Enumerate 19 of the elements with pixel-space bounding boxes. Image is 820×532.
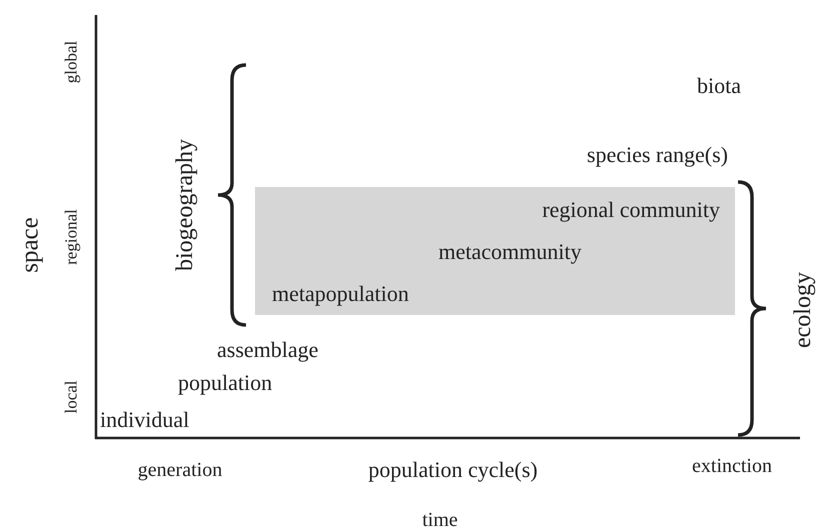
axis-label: local — [62, 380, 82, 414]
scale-label: time — [422, 509, 458, 531]
scale-label: biota — [697, 74, 741, 98]
axis-label: space — [16, 217, 44, 273]
axis-label: global — [62, 40, 82, 84]
scale-label: metacommunity — [438, 240, 582, 264]
scale-label: assemblage — [217, 338, 318, 362]
scale-label: metapopulation — [272, 282, 409, 306]
scale-label: generation — [138, 459, 222, 481]
shaded-band — [255, 187, 735, 315]
axis-label: biogeography — [172, 139, 198, 271]
axis-label: regional — [62, 209, 82, 265]
scale-label: species range(s) — [586, 142, 728, 168]
scale-label: regional community — [542, 198, 720, 222]
axis-label: ecology — [790, 272, 816, 348]
scale-label: extinction — [692, 455, 772, 477]
scale-label: individual — [100, 408, 190, 432]
scale-label: population — [178, 370, 272, 396]
scale-label: population cycle(s) — [368, 458, 538, 482]
